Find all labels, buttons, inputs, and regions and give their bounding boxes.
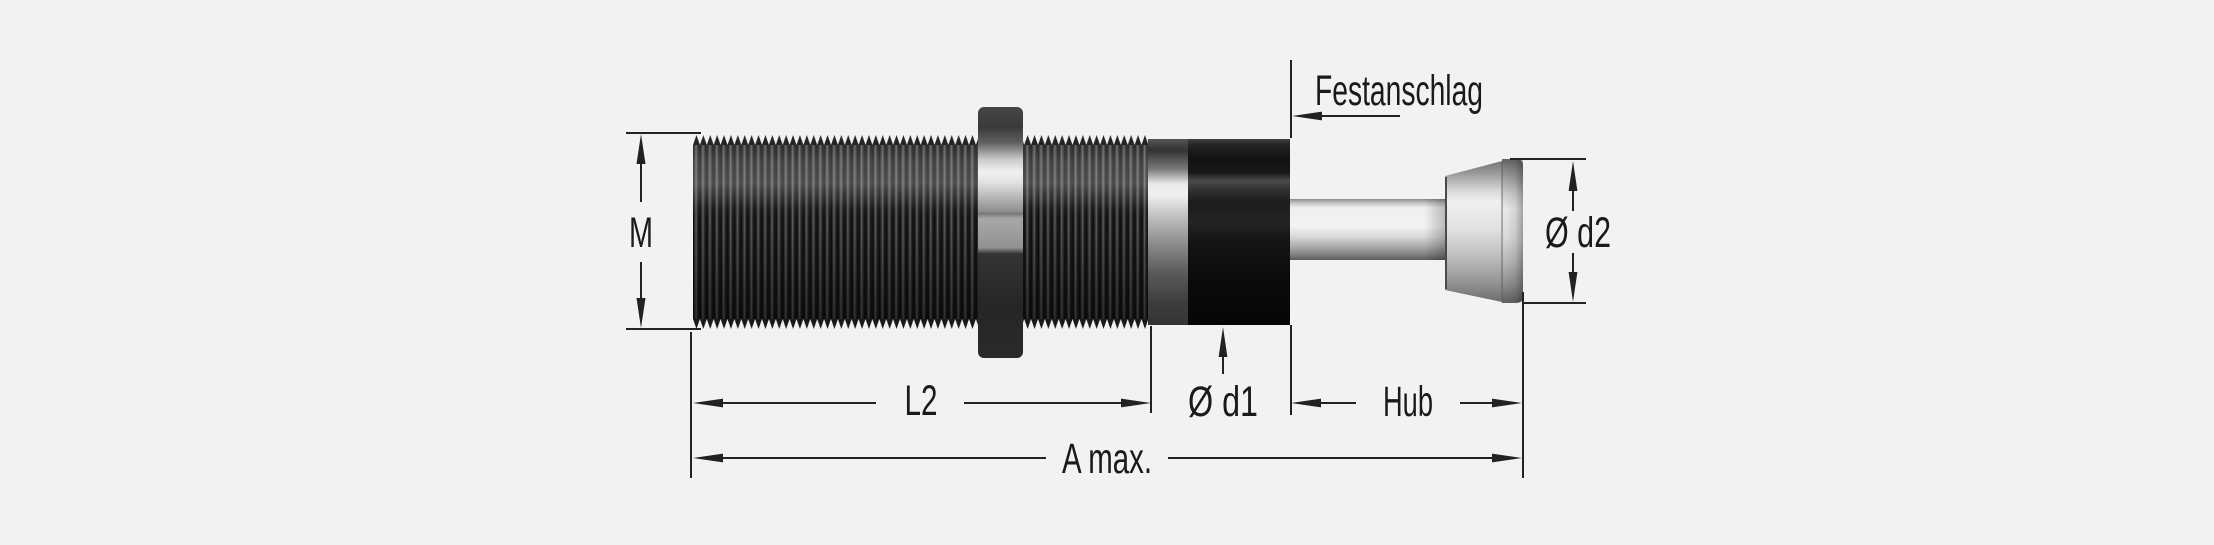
label-head-diameter: Ø d2 bbox=[1545, 209, 1611, 257]
threaded-body bbox=[693, 135, 1148, 329]
label-body-diameter: Ø d1 bbox=[1188, 378, 1258, 426]
label-body-length: L2 bbox=[905, 377, 938, 425]
dimension-a-max: A max. bbox=[693, 435, 1522, 483]
dimension-d1: Ø d1 bbox=[1188, 327, 1258, 426]
festanschlag-arrow-left-icon bbox=[1292, 111, 1322, 121]
hub-arrow-right-icon bbox=[1492, 398, 1522, 408]
l2-arrow-right-icon bbox=[1121, 398, 1151, 408]
hex-nut bbox=[978, 107, 1023, 358]
shock-absorber bbox=[693, 107, 1523, 358]
label-max-length: A max. bbox=[1062, 435, 1152, 483]
l2-arrow-left-icon bbox=[693, 398, 723, 408]
m-arrow-down-icon bbox=[636, 298, 646, 328]
outer-body bbox=[1188, 139, 1290, 325]
a-max-arrow-right-icon bbox=[1492, 453, 1522, 463]
dimension-hub: Hub bbox=[1290, 60, 1524, 478]
hub-arrow-left-icon bbox=[1291, 398, 1321, 408]
dimension-d2: Ø d2 bbox=[1510, 158, 1611, 304]
stop-cap-face-shading bbox=[1506, 160, 1523, 302]
thread-shading bbox=[693, 145, 1148, 319]
m-arrow-up-icon bbox=[636, 134, 646, 164]
label-thread-size: M bbox=[629, 209, 653, 257]
d2-arrow-down-icon bbox=[1568, 272, 1578, 302]
dimensions: M L2 A max. Hub bbox=[626, 60, 1611, 483]
thread-crests-bottom bbox=[693, 319, 1148, 329]
piston-rod-shadow bbox=[1424, 199, 1447, 260]
stop-cap bbox=[1445, 159, 1523, 303]
label-stroke-length: Hub bbox=[1383, 378, 1433, 426]
hex-nut-body bbox=[978, 107, 1023, 358]
label-fixed-stop: Festanschlag bbox=[1315, 67, 1483, 115]
annotation-festanschlag: Festanschlag bbox=[1292, 67, 1483, 121]
stop-cap-cone bbox=[1445, 161, 1502, 302]
a-max-arrow-left-icon bbox=[693, 453, 723, 463]
dimension-m: M bbox=[626, 132, 701, 330]
thread-crests-top bbox=[693, 135, 1148, 145]
piston-rod-shaft bbox=[1290, 199, 1450, 260]
collar-ring bbox=[1148, 139, 1190, 325]
d2-arrow-up-icon bbox=[1568, 161, 1578, 191]
d1-arrow-up-icon bbox=[1218, 327, 1228, 357]
piston-rod bbox=[1290, 199, 1450, 260]
dimension-l2: L2 bbox=[690, 326, 1152, 478]
